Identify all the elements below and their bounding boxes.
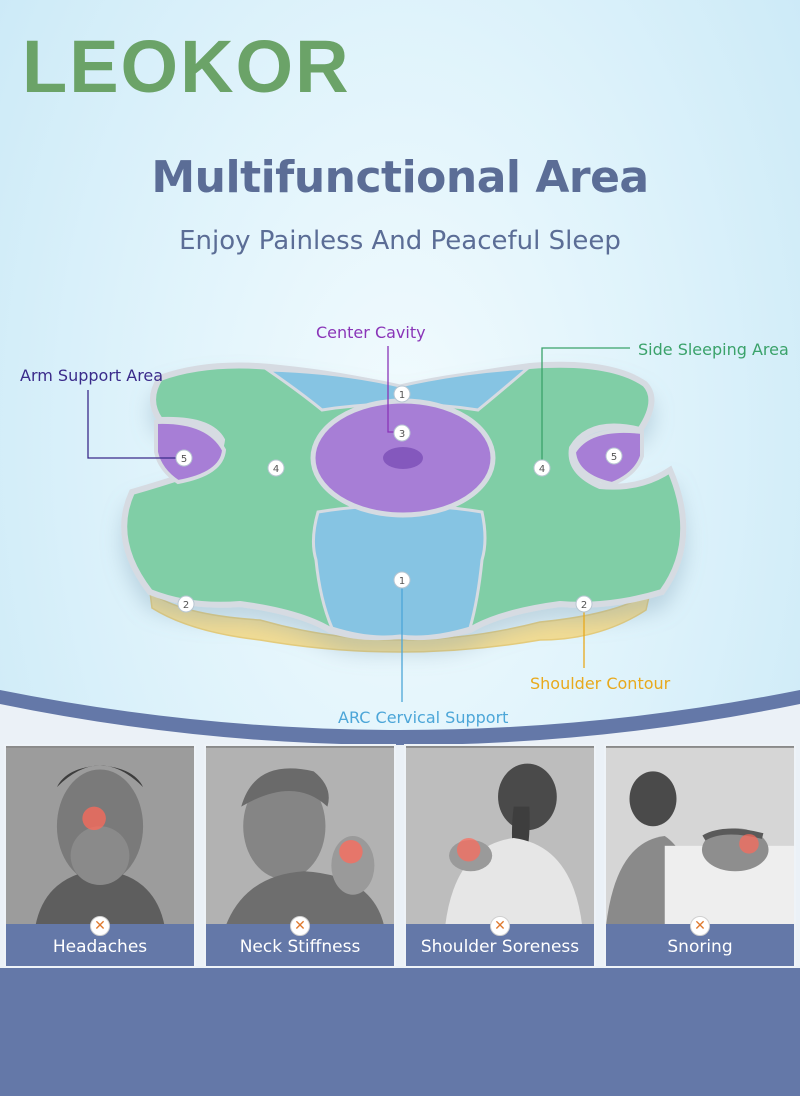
neck-photo [206, 747, 394, 927]
svg-text:2: 2 [183, 600, 189, 611]
cavity-hole [383, 447, 423, 469]
headache-photo [6, 747, 194, 927]
svg-text:5: 5 [181, 454, 187, 465]
svg-text:2: 2 [581, 600, 587, 611]
cross-icon: ✕ [290, 916, 310, 936]
svg-text:4: 4 [273, 464, 279, 475]
label-center-cavity: Center Cavity [316, 323, 426, 342]
svg-text:3: 3 [399, 429, 405, 440]
marker-4-right: 4 [533, 459, 551, 477]
page-title: Multifunctional Area [151, 152, 649, 203]
marker-5-right: 5 [605, 447, 623, 465]
cross-icon: ✕ [90, 916, 110, 936]
svg-text:1: 1 [399, 390, 405, 401]
label-side-sleeping: Side Sleeping Area [638, 340, 789, 359]
page-subtitle: Enjoy Painless And Peaceful Sleep [179, 226, 621, 256]
leokor-logo: LEOKOR [22, 26, 351, 104]
left-arm-pocket [154, 419, 227, 485]
marker-1-top: 1 [393, 385, 411, 403]
pillow-base [149, 590, 652, 653]
label-shoulder-contour: Shoulder Contour [530, 674, 671, 693]
label-arc-cervical: ARC Cervical Support [338, 708, 509, 727]
label-arm-support: Arm Support Area [20, 366, 164, 385]
problem-card-headaches: ✕ Headaches [4, 744, 196, 968]
marker-2-right: 2 [575, 595, 593, 613]
problem-card-snoring: ✕ Snoring [604, 744, 796, 968]
front-blue-panel [311, 504, 487, 639]
svg-text:1: 1 [399, 576, 405, 587]
marker-1-front: 1 [393, 571, 411, 589]
snoring-photo [606, 747, 794, 927]
shoulder-photo [406, 747, 594, 927]
marker-5-left: 5 [175, 449, 193, 467]
cross-icon: ✕ [690, 916, 710, 936]
bottom-band-solid [0, 968, 800, 1096]
leader-arm [87, 390, 180, 459]
pillow-diagram: 1 3 5 4 4 5 1 2 [87, 346, 687, 702]
svg-text:5: 5 [611, 452, 617, 463]
marker-2-left: 2 [177, 595, 195, 613]
marker-4-left: 4 [267, 459, 285, 477]
problem-card-neck: ✕ Neck Stiffness [204, 744, 396, 968]
leader-side [541, 347, 630, 466]
cross-icon: ✕ [490, 916, 510, 936]
svg-text:4: 4 [539, 464, 545, 475]
logo-text: LEOKOR [22, 26, 351, 104]
problem-card-shoulder: ✕ Shoulder Soreness [404, 744, 596, 968]
marker-3-center: 3 [393, 424, 411, 442]
